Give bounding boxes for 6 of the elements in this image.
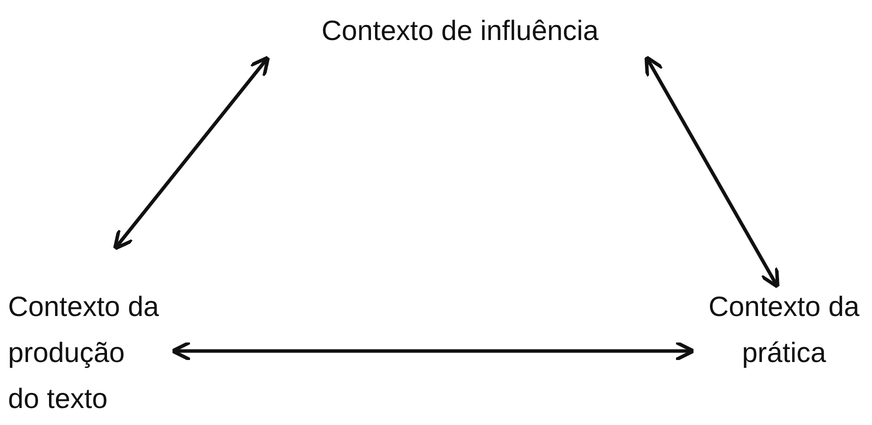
context-label: Contexto de influência [270,8,650,54]
double-arrow [644,55,780,289]
double-arrow [113,56,270,250]
context-label: Contexto da prática [702,284,866,376]
context-label: Contexto da produção do texto [8,284,162,422]
double-arrow [170,340,696,362]
